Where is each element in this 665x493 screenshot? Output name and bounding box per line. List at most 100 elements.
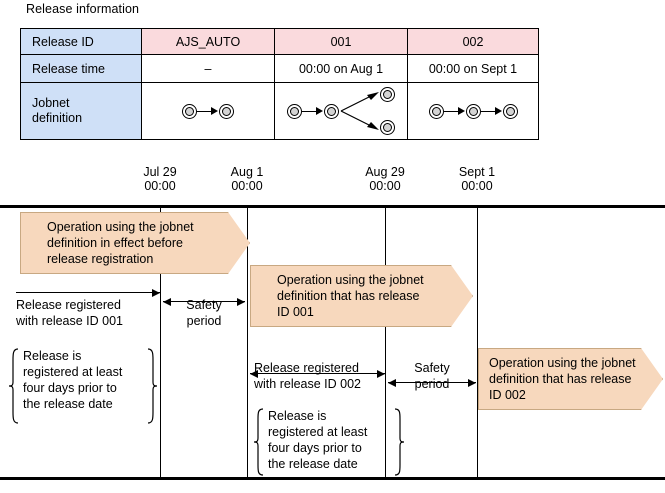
measure-caption-line-2: period — [186, 314, 222, 328]
banner-line-3: ID 001 — [277, 305, 314, 319]
measure-caption-line-1: Release registered — [254, 361, 359, 375]
jobnet-node-icon — [428, 103, 444, 119]
measure-caption-safety-period-2: Safety period — [388, 360, 476, 392]
arrow-head-left-icon — [163, 297, 171, 306]
banner-line-3: release registration — [47, 252, 154, 266]
jobnet-node-icon — [324, 103, 339, 119]
timeline-tick-date: Aug 1 — [230, 165, 264, 179]
measure-caption-line-1: Release registered — [16, 298, 121, 312]
arrow-head-right-icon — [152, 288, 160, 297]
timeline-tick-time: 00:00 — [369, 179, 401, 193]
timeline-tick-aug-1: Aug 1 00:00 — [212, 165, 282, 193]
timeline-bottom-rule — [0, 477, 665, 480]
cell-release-id-002: 002 — [407, 28, 539, 55]
brace-right-icon — [147, 348, 158, 424]
note-line-4: the release date — [23, 397, 113, 411]
arrow-head-left-icon — [388, 378, 396, 387]
measure-line — [388, 382, 476, 384]
measure-caption-line-2: with release ID 001 — [16, 314, 124, 328]
arrow-head-right-icon — [468, 378, 476, 387]
banner-line-2: definition in effect before — [47, 236, 183, 250]
jobnet-node-icon — [380, 120, 395, 135]
jobnet-2-nodes-linear-icon — [142, 83, 274, 139]
measure-caption-line-2: period — [414, 377, 450, 391]
banner-text: Operation using the jobnet definition th… — [251, 272, 432, 320]
measure-arrow-safety-period-2 — [388, 378, 476, 387]
jobnet-arrow-icon — [443, 106, 466, 116]
measure-arrow-register-002 — [250, 369, 385, 378]
banner-text: Operation using the jobnet definition in… — [21, 219, 202, 267]
cell-jobnet-002 — [407, 82, 539, 140]
cell-release-time-002: 00:00 on Sept 1 — [407, 54, 539, 83]
table-row-release-time: Release time – 00:00 on Aug 1 00:00 on S… — [20, 54, 539, 83]
row-header-jobnet-definition-line2: definition — [32, 111, 83, 125]
measure-caption-line-1: Safety — [414, 361, 450, 375]
jobnet-node-icon — [182, 103, 197, 119]
note-text: Release is registered at least four days… — [253, 408, 405, 472]
table-row-jobnet-definition: Jobnet definition — [20, 82, 539, 140]
note-text: Release is registered at least four days… — [8, 348, 158, 412]
banner-line-3: ID 002 — [489, 388, 526, 402]
measure-caption-register-002: Release registered with release ID 002 — [254, 360, 394, 392]
measure-line — [250, 373, 385, 375]
row-header-release-time: Release time — [20, 54, 142, 83]
timeline-tick-sept-1: Sept 1 00:00 — [442, 165, 512, 193]
banner-operation-before-release: Operation using the jobnet definition in… — [20, 212, 250, 274]
jobnet-2-nodes-branching-icon — [275, 83, 407, 139]
note-line-4: the release date — [268, 457, 358, 471]
measure-line — [16, 292, 160, 294]
arrow-head-right-icon — [377, 369, 385, 378]
jobnet-node-icon — [287, 103, 302, 119]
timeline-tick-time: 00:00 — [461, 179, 493, 193]
jobnet-node-icon — [219, 103, 234, 119]
brace-left-icon — [8, 348, 19, 424]
measure-line — [163, 301, 245, 303]
jobnet-node-icon — [380, 87, 395, 102]
banner-text: Operation using the jobnet definition th… — [479, 355, 644, 403]
brace-left-icon — [253, 408, 264, 476]
measure-arrow-register-001 — [16, 288, 160, 297]
timeline-tick-date: Sept 1 — [458, 165, 496, 179]
measure-caption-register-001: Release registered with release ID 001 — [16, 297, 166, 329]
arrow-head-right-icon — [237, 297, 245, 306]
table-row-release-id: Release ID AJS_AUTO 001 002 — [20, 28, 539, 55]
timeline-guide-aug-1 — [247, 208, 249, 477]
timeline-tick-jul-29: Jul 29 00:00 — [125, 165, 195, 193]
timeline-tick-date: Jul 29 — [143, 165, 177, 179]
note-line-2: registered at least — [268, 425, 368, 439]
banner-line-2: definition that has release — [489, 372, 632, 386]
timeline-tick-date: Aug 29 — [365, 165, 405, 179]
jobnet-arrow-icon — [480, 106, 503, 116]
banner-line-1: Operation using the jobnet — [47, 220, 194, 234]
note-line-1: Release is — [23, 349, 82, 363]
row-header-jobnet-definition-line1: Jobnet — [32, 96, 70, 110]
note-line-3: four days prior to — [23, 381, 117, 395]
measure-caption-line-1: Safety — [186, 298, 222, 312]
page-title: Release information — [26, 2, 140, 16]
jobnet-node-icon — [465, 103, 481, 119]
timeline-tick-time: 00:00 — [144, 179, 176, 193]
jobnet-node-icon — [502, 103, 518, 119]
cell-jobnet-001 — [274, 82, 408, 140]
jobnet-arrow-icon — [302, 106, 324, 116]
row-header-release-id: Release ID — [20, 28, 142, 55]
release-information-table: Release ID AJS_AUTO 001 002 Release time… — [20, 28, 539, 140]
arrow-head-left-icon — [250, 369, 258, 378]
jobnet-arrow-icon — [197, 106, 219, 116]
timeline-guide-sept-1 — [477, 208, 479, 477]
cell-jobnet-ajs-auto — [141, 82, 275, 140]
timeline-guide-aug-29 — [385, 208, 387, 477]
measure-caption-line-2: with release ID 002 — [254, 377, 362, 391]
jobnet-branch-icon — [339, 87, 395, 135]
measure-caption-safety-period-1: Safety period — [163, 297, 245, 329]
banner-line-1: Operation using the jobnet — [277, 273, 424, 287]
timeline-tick-time: 00:00 — [231, 179, 263, 193]
brace-right-icon — [394, 408, 405, 476]
banner-operation-release-001: Operation using the jobnet definition th… — [250, 265, 473, 327]
jobnet-branch-lines-icon — [340, 92, 379, 130]
note-line-3: four days prior to — [268, 441, 362, 455]
cell-release-time-001: 00:00 on Aug 1 — [274, 54, 408, 83]
note-line-2: registered at least — [23, 365, 123, 379]
banner-line-1: Operation using the jobnet — [489, 356, 636, 370]
note-line-1: Release is — [268, 409, 327, 423]
